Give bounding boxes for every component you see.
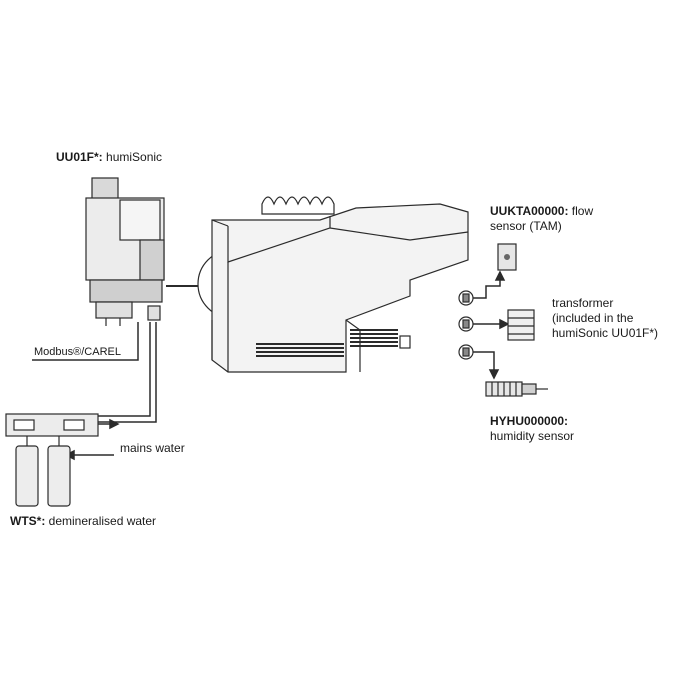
modbus-label: Modbus®/CAREL — [34, 345, 121, 360]
mains-water-label: mains water — [120, 441, 185, 456]
transformer-line-3: humiSonic UU01F*) — [552, 326, 659, 340]
wts-unit — [5, 413, 99, 507]
transformer-icon — [507, 309, 535, 341]
humidity-sensor-label: HYHU000000: humidity sensor — [490, 414, 574, 444]
humisonic-code: UU01F*: — [56, 150, 103, 164]
humisonic-unit — [85, 177, 165, 326]
duct-unit — [211, 196, 469, 373]
flow-sensor-label: UUKTA00000: flow sensor (TAM) — [490, 204, 593, 234]
transformer-line-2: (included in the — [552, 311, 634, 325]
humidity-sensor-icon — [485, 381, 548, 397]
water-line — [98, 322, 157, 423]
modbus-text: Modbus®/CAREL — [34, 346, 121, 358]
wts-name: demineralised water — [45, 514, 157, 528]
sensor-connections — [472, 270, 510, 380]
hyhu-code: HYHU000000: — [490, 414, 569, 428]
wts-label: WTS*: demineralised water — [10, 514, 156, 529]
flow-name-2: sensor (TAM) — [490, 219, 562, 233]
humisonic-label: UU01F*: humiSonic — [56, 150, 162, 165]
transformer-line-1: transformer — [552, 296, 614, 310]
flow-code: UUKTA00000: — [490, 204, 569, 218]
mains-water-text: mains water — [120, 441, 185, 455]
connector-icons — [458, 290, 474, 360]
humisonic-name: humiSonic — [102, 150, 163, 164]
hyhu-name: humidity sensor — [490, 429, 575, 443]
modbus-line — [32, 322, 139, 361]
wts-code: WTS*: — [10, 514, 46, 528]
transformer-label: transformer (included in the humiSonic U… — [552, 296, 658, 341]
flow-name-1: flow — [568, 204, 594, 218]
